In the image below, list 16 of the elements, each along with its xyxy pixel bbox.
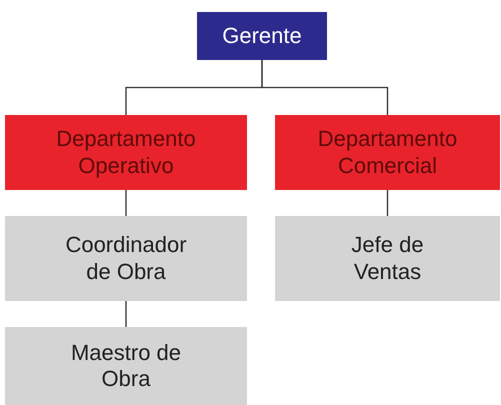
role-box	[5, 327, 247, 405]
node-label: Maestro de Obra	[70, 340, 182, 392]
node-label: Gerente	[222, 22, 302, 50]
node-label: Departamento Comercial	[316, 126, 458, 179]
role-box	[5, 216, 247, 301]
manager-box	[197, 12, 327, 60]
role-box	[275, 216, 500, 301]
connector-line	[386, 190, 388, 216]
connector-line	[125, 301, 127, 327]
connector-line	[125, 190, 127, 216]
node-label: Departamento Operativo	[55, 126, 197, 179]
node-label: Jefe de Ventas	[350, 232, 425, 285]
department-box	[5, 115, 247, 190]
connector-line	[261, 60, 388, 115]
department-box	[275, 115, 500, 190]
node-label: Coordinador de Obra	[64, 232, 188, 285]
